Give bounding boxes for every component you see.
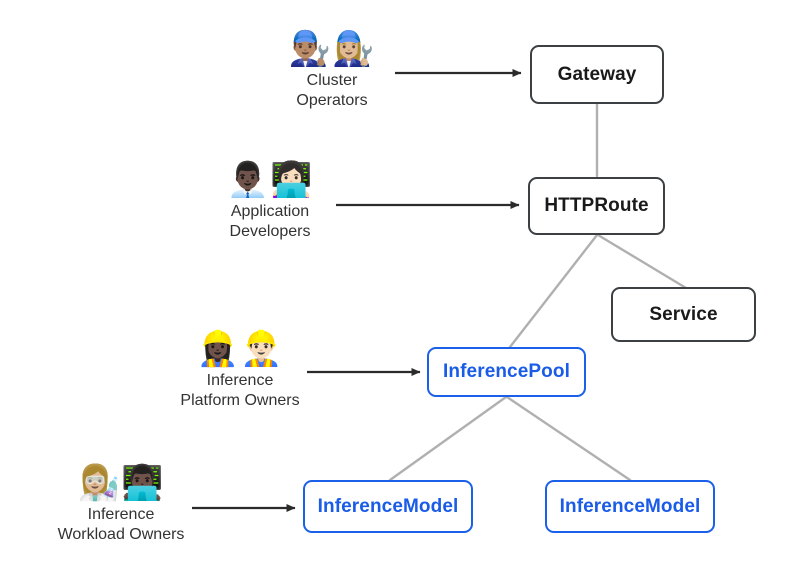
persona-inference-platform-owners-label: Inference Platform Owners (180, 371, 300, 409)
node-service-label: Service (649, 303, 718, 325)
edge-inferencepool-inferencemodel-left (388, 395, 508, 482)
persona-application-developers[interactable]: 👨🏿‍💼👩🏻‍💻 Application Developers (209, 161, 331, 242)
construction-workers-emoji: 👷🏿‍♀️👷🏻‍♂️ (196, 330, 284, 368)
persona-inference-workload-owners[interactable]: 👩🏼‍🔬👨🏿‍💻 Inference Workload Owners (48, 464, 194, 545)
node-httproute[interactable]: HTTPRoute (528, 177, 665, 235)
mechanics-emoji: 👨🏽‍🔧👩🏼‍🔧 (288, 30, 376, 68)
edge-inferencepool-inferencemodel-right (505, 395, 632, 482)
persona-cluster-operators-label: Cluster Operators (296, 71, 368, 109)
persona-inference-platform-owners[interactable]: 👷🏿‍♀️👷🏻‍♂️ Inference Platform Owners (169, 330, 311, 411)
node-inferencemodel-right[interactable]: InferenceModel (545, 480, 715, 533)
node-inferencepool-label: InferencePool (443, 361, 570, 382)
node-gateway-label: Gateway (557, 63, 637, 85)
node-inferencemodel-right-label: InferenceModel (559, 495, 701, 517)
persona-cluster-operators[interactable]: 👨🏽‍🔧👩🏼‍🔧 Cluster Operators (271, 30, 393, 111)
developers-emoji: 👨🏿‍💼👩🏻‍💻 (226, 161, 314, 199)
edge-httproute-inferencepool (508, 233, 599, 349)
node-inferencepool[interactable]: InferencePool (427, 347, 586, 397)
node-httproute-label: HTTPRoute (544, 195, 649, 216)
edge-httproute-service (596, 233, 688, 290)
persona-inference-workload-owners-label: Inference Workload Owners (57, 505, 185, 543)
node-inferencemodel-left-label: InferenceModel (317, 495, 459, 517)
node-gateway[interactable]: Gateway (530, 45, 664, 104)
node-service[interactable]: Service (611, 287, 756, 342)
scientist-technologist-emoji: 👩🏼‍🔬👨🏿‍💻 (77, 464, 165, 502)
persona-application-developers-label: Application Developers (229, 202, 311, 240)
node-inferencemodel-left[interactable]: InferenceModel (303, 480, 473, 533)
